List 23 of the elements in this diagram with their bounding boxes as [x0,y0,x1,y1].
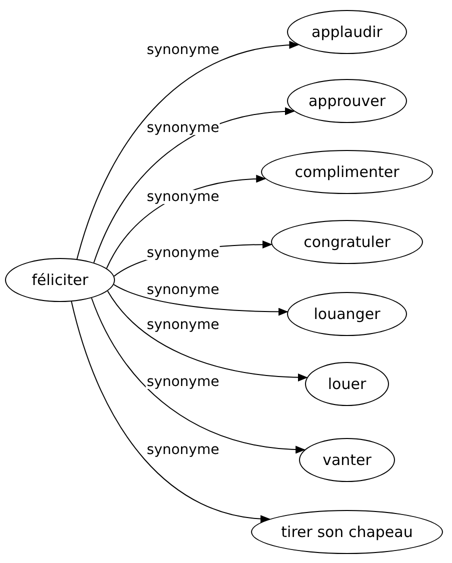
edge-label: synonyme [146,318,220,332]
arrow [107,290,308,382]
edge-label: synonyme [146,121,220,135]
edge-label: synonyme [146,375,220,389]
edge-label: synonyme [146,443,220,457]
arrow [113,284,288,316]
ellipse-node: vanter [299,438,395,482]
ellipse-node: louanger [287,292,407,336]
ellipse-node: complimenter [261,150,433,194]
ellipse-node: tirer son chapeau [251,510,443,554]
arrow [70,301,270,522]
ellipse-node: féliciter [5,258,115,302]
ellipse-node: congratuler [271,220,423,264]
arrow [91,298,306,454]
ellipse-node: louer [305,362,389,406]
edge-label: synonyme [146,246,220,260]
arrow [76,41,300,260]
ellipse-node: approuver [287,79,407,123]
edge-label: synonyme [146,43,220,57]
edge-label: synonyme [146,190,220,204]
ellipse-node: applaudir [287,10,407,54]
edge-label: synonyme [146,283,220,297]
arrow [93,108,295,264]
